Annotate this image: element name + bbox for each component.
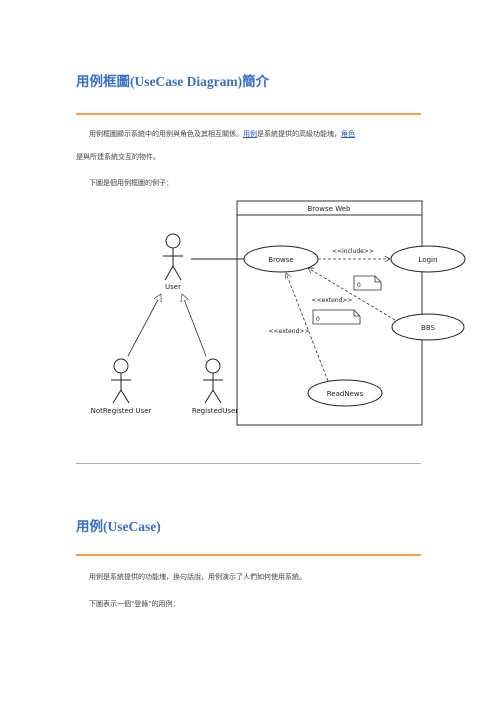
intro-paragraph-line1: 用例框圖顯示系統中的用例與角色及其相互關係。用例是系統提供的高級功能塊，角色 [89, 127, 355, 142]
section-heading-usecase-diagram: 用例框圖(UseCase Diagram)簡介 [76, 74, 270, 89]
usecase-browse-label: Browse [268, 256, 294, 264]
extend-relation-readnews [286, 273, 329, 382]
system-title: Browse Web [308, 205, 352, 213]
section-heading-usecase: 用例(UseCase) [76, 519, 161, 534]
extend-relation-bbs [308, 267, 396, 321]
usecase-login-label: Login [419, 256, 438, 264]
note-text: 0 [357, 282, 361, 289]
extend-label-bbs: <<extend>> [312, 297, 353, 304]
generalization-arrow [182, 294, 207, 357]
note-shape [312, 309, 361, 325]
heading-divider [76, 554, 421, 556]
actor-user [163, 233, 183, 281]
actor-not-registed-user-label: NotRegisted User [91, 407, 152, 415]
usecase-login [390, 245, 466, 273]
usecase-link[interactable]: 用例 [243, 130, 257, 138]
usecase-readnews [307, 379, 383, 407]
actor-registed-user-label: RegistedUser [192, 407, 238, 415]
actor-registed-user [203, 358, 223, 404]
heading-divider [76, 113, 421, 115]
note-shape [353, 275, 382, 291]
generalization-arrow [127, 294, 161, 357]
actor-user-label: User [165, 283, 181, 291]
intro-text-3: 是與所建系統交互的物件。 [76, 153, 160, 161]
actor-not-registed-user [111, 358, 131, 404]
usecase-paragraph: 用例是系統提供的功能塊，換句話說，用例演示了人們如何使用系統。 [89, 573, 306, 581]
usecase-bbs [391, 313, 465, 341]
intro-text-2: 是系統提供的高級功能塊， [257, 130, 341, 138]
extend-label-readnews: <<extend>> [269, 328, 310, 335]
login-caption: 下圖表示一個"登錄"的用例： [89, 600, 180, 608]
usecase-readnews-label: ReadNews [327, 390, 364, 398]
section-divider [76, 463, 421, 464]
note-text: 0 [316, 316, 320, 323]
example-caption: 下圖是個用例框圖的例子： [89, 179, 173, 187]
usecase-bbs-label: BBS [421, 324, 435, 332]
include-label: <<include>> [332, 248, 374, 255]
intro-text-1: 用例框圖顯示系統中的用例與角色及其相互關係。 [89, 130, 243, 138]
intro-paragraph-line2: 是與所建系統交互的物件。 [76, 150, 160, 165]
actor-link[interactable]: 角色 [341, 130, 355, 138]
